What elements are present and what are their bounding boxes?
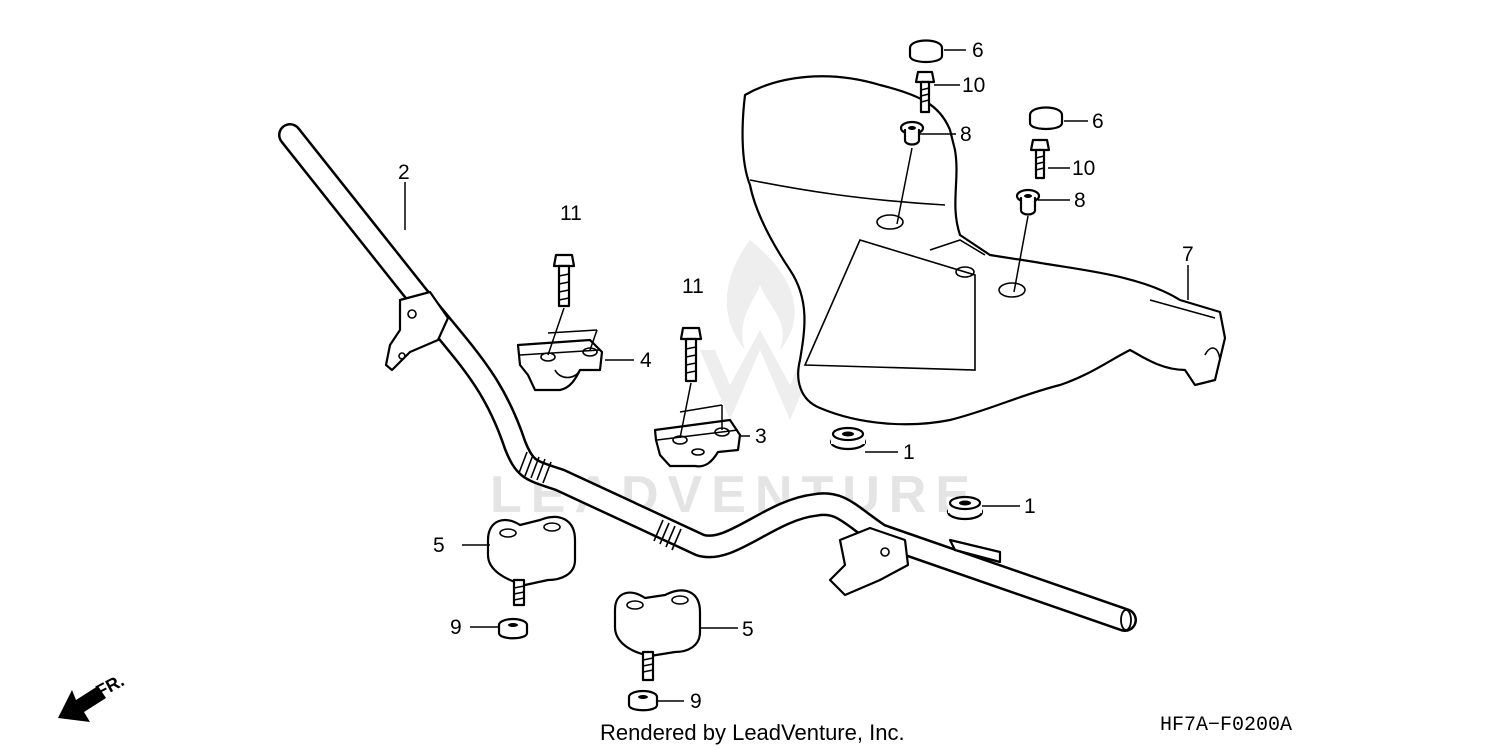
callout-labels: 1 1 2 3 4 5 5 6 6 7 8 8 9 9 10 10 11 11 [398,39,1194,713]
callout-5-left: 5 [433,534,445,557]
grommet-upper [829,426,867,451]
render-credit: Rendered by LeadVenture, Inc. [600,720,905,745]
bolt-10-left [914,70,936,114]
callout-2: 2 [398,161,410,184]
callout-9-right: 9 [690,690,702,713]
front-direction-indicator: FR. [58,670,127,722]
callout-4: 4 [640,349,652,372]
callout-1-lower: 1 [1024,495,1036,518]
upper-holder-4 [516,338,604,392]
callout-5-right: 5 [742,618,754,641]
callout-11-right: 11 [682,275,704,298]
upper-holder-3 [653,418,742,468]
leader-lines [404,49,1189,702]
watermark-flame-logo [700,240,820,420]
handlebar-pipe [278,123,1137,632]
callout-8-left: 8 [960,123,972,146]
bolt-11-left [552,253,576,308]
bolt-10-right [1029,138,1051,180]
callout-7: 7 [1182,243,1194,266]
diagram-code: HF7A−F0200A [1160,714,1292,737]
bolt-11-right [679,326,703,383]
grommet-lower [946,495,984,521]
nut-9-left [497,617,529,640]
front-arrow-icon [58,686,106,722]
callout-10-left: 10 [962,74,985,97]
handlebar-cover [741,75,1227,426]
callout-11-left: 11 [560,202,582,225]
callout-10-right: 10 [1072,157,1095,180]
callout-6-right: 6 [1092,110,1104,133]
collar-8-right [1015,188,1041,216]
cap-left [908,39,944,64]
callout-1-upper: 1 [903,441,915,464]
callout-6-left: 6 [972,39,984,62]
collar-8-left [899,120,925,146]
cap-right [1028,106,1064,131]
nut-9-right [627,689,659,712]
callout-3: 3 [755,425,767,448]
lower-holder-right [613,589,702,682]
lower-holder-left [486,515,577,607]
callout-9-left: 9 [450,616,462,639]
callout-8-right: 8 [1074,189,1086,212]
